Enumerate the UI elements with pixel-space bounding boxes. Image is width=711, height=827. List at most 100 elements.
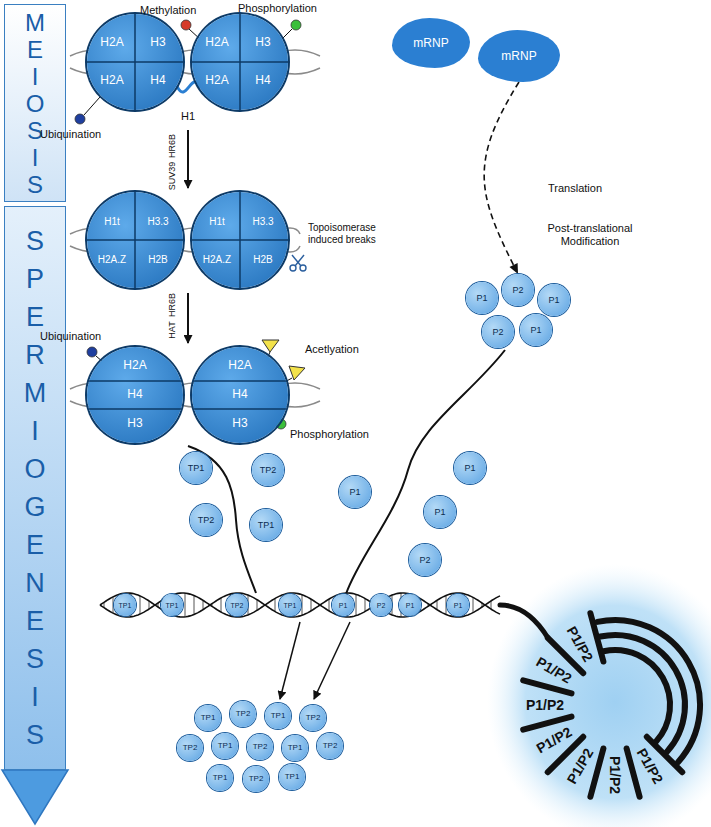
histone-label: H3.3 xyxy=(252,216,273,227)
divider-line xyxy=(192,239,288,241)
protamine-label: P1/P2 xyxy=(534,723,575,756)
mrnp-blob: mRNP xyxy=(478,30,560,82)
annotation-label: Methylation xyxy=(140,4,196,17)
protein-disc: TP1 xyxy=(282,735,308,761)
generated-art xyxy=(100,593,700,797)
base-pair xyxy=(302,595,303,616)
protein-disc: TP1 xyxy=(207,765,233,791)
protein-disc: P1 xyxy=(399,594,421,616)
base-pair xyxy=(149,601,150,609)
base-pair xyxy=(329,599,330,611)
protein-label: TP2 xyxy=(183,744,198,752)
protein-label: P2 xyxy=(419,556,430,565)
protein-label: TP2 xyxy=(306,714,321,722)
base-pair xyxy=(275,599,276,612)
stage-name: MEIOSIS xyxy=(25,9,46,198)
protein-label: TP1 xyxy=(258,521,275,530)
mrnp-blob: mRNP xyxy=(392,18,470,68)
divider-line xyxy=(194,380,286,382)
base-pair xyxy=(221,598,222,612)
condensing-dna xyxy=(500,605,548,638)
protein-disc: TP2 xyxy=(177,735,203,761)
toroid-fiber xyxy=(604,650,670,742)
annotation-label: SUV39 xyxy=(167,162,177,191)
divider-line xyxy=(89,380,181,382)
annotation-label: H1 xyxy=(181,110,195,123)
protamine-label: P1/P2 xyxy=(563,624,596,665)
stage-band: SPERMIOGENESIS xyxy=(4,206,66,770)
protein-label: TP2 xyxy=(198,516,215,525)
protein-disc: P1 xyxy=(466,282,498,314)
protein-label: P1 xyxy=(548,296,559,305)
protein-label: P1 xyxy=(464,464,475,473)
protein-disc: P2 xyxy=(502,274,534,306)
histone-label: H2A.Z xyxy=(203,254,231,265)
histone-label: H2A xyxy=(100,36,123,49)
protein-disc: TP2 xyxy=(300,705,326,731)
base-pair xyxy=(365,599,366,612)
protamine-label: P1/P2 xyxy=(534,653,575,686)
protein-disc: TP1 xyxy=(279,764,305,790)
annotation-label: HR6B xyxy=(167,134,177,158)
ubiquitin-dot xyxy=(87,347,97,357)
histone-label: H2A xyxy=(100,74,123,87)
process-arrow xyxy=(187,130,189,188)
protein-disc: TP2 xyxy=(226,594,248,616)
translation-connector xyxy=(484,82,519,265)
base-pair xyxy=(194,596,195,615)
acetyl-triangle xyxy=(262,340,279,352)
annotation-label: Post-translational Modification xyxy=(528,222,652,247)
protein-disc: TP1 xyxy=(279,594,301,616)
protein-disc: P1 xyxy=(339,476,371,508)
protein-disc: TP2 xyxy=(247,734,273,760)
protein-label: TP1 xyxy=(188,464,205,473)
protein-label: TP1 xyxy=(166,602,179,609)
divider-line xyxy=(89,408,181,410)
histone-label: H1t xyxy=(104,216,120,227)
leader-line xyxy=(282,29,292,39)
protein-label: P2 xyxy=(512,286,523,295)
nucleosome-circle: H2AH4H3 xyxy=(192,347,288,443)
ubiquitin-dot xyxy=(75,114,85,124)
protein-label: P2 xyxy=(492,328,503,337)
annotation-label: Acetlyation xyxy=(305,343,359,356)
toroid-fiber xyxy=(600,635,685,752)
dna-helix-strand xyxy=(100,593,500,617)
divider-line xyxy=(192,61,288,63)
protein-disc: P2 xyxy=(482,316,514,348)
nucleosome-circle: H2AH3H2AH4 xyxy=(87,14,183,110)
protein-label: P1 xyxy=(530,326,541,335)
histone-label: H3.3 xyxy=(147,216,168,227)
protamine-label: P1/P2 xyxy=(607,756,623,794)
histone-label: H4 xyxy=(232,388,247,401)
protein-disc: P1 xyxy=(424,496,456,528)
protein-label: TP2 xyxy=(260,466,277,475)
protamine-label: P1/P2 xyxy=(526,697,564,713)
nucleosome-circle: H1tH3.3H2A.ZH2B xyxy=(87,192,183,288)
protein-label: TP1 xyxy=(201,714,216,722)
protein-label: TP1 xyxy=(284,602,297,609)
dna-helix-strand xyxy=(100,593,500,617)
mrnp-label: mRNP xyxy=(413,36,448,50)
histone-label: H4 xyxy=(127,388,142,401)
annotation-label: Topoisomerase induced breaks xyxy=(308,222,388,245)
histone-dividers xyxy=(192,192,288,288)
protein-disc: TP2 xyxy=(230,701,256,727)
leader-line xyxy=(84,97,100,115)
protein-disc: P1 xyxy=(454,452,486,484)
protein-label: TP1 xyxy=(218,742,233,750)
release-arrow xyxy=(314,622,350,699)
protamine-label: P1/P2 xyxy=(563,745,596,786)
annotation-label: Translation xyxy=(548,182,602,195)
histone-label: H2B xyxy=(148,254,167,265)
stage-band: MEIOSIS xyxy=(4,4,66,202)
protein-label: TP2 xyxy=(231,602,244,609)
protein-label: P1 xyxy=(434,508,445,517)
flow-curve xyxy=(346,350,505,594)
protein-label: TP1 xyxy=(119,602,132,609)
base-pair xyxy=(185,593,186,617)
protein-disc: TP2 xyxy=(317,733,343,759)
annotation-label: Phosphorylation xyxy=(238,2,317,15)
histone-label: H3 xyxy=(232,417,247,430)
protein-disc: TP1 xyxy=(195,705,221,731)
